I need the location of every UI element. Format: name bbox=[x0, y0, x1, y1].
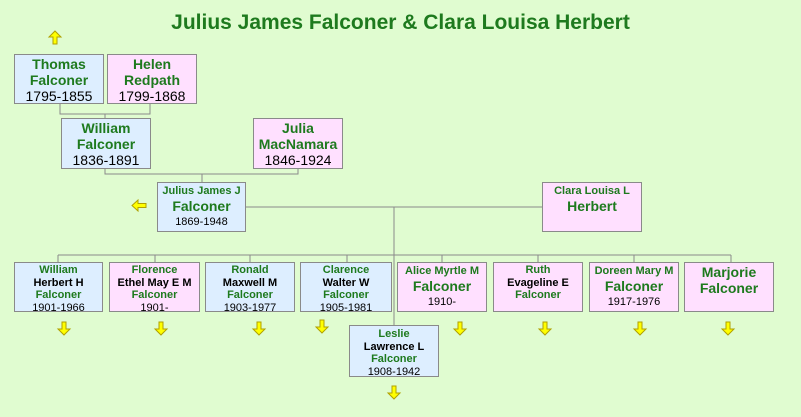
person-box-helen-redpath[interactable]: Helen Redpath 1799-1868 bbox=[107, 54, 197, 104]
person-box-marjorie-falconer[interactable]: Marjorie Falconer bbox=[684, 262, 774, 312]
life-years: 1795-1855 bbox=[25, 88, 93, 105]
life-years: 1917-1976 bbox=[607, 295, 661, 308]
person-box-clara-louisa-herbert[interactable]: Clara Louisa L Herbert bbox=[542, 182, 642, 232]
last-name: Falconer bbox=[699, 280, 759, 297]
last-name: Falconer bbox=[412, 277, 472, 294]
life-years: 1910- bbox=[427, 295, 457, 308]
life-years: 1869-1948 bbox=[175, 215, 228, 228]
last-name: Falconer bbox=[515, 289, 561, 302]
last-name: Falconer bbox=[323, 289, 369, 302]
arrow-down-icon[interactable] bbox=[314, 318, 330, 334]
arrow-down-icon[interactable] bbox=[537, 320, 553, 336]
last-name: Falconer bbox=[29, 72, 89, 89]
person-box-julius-james-falconer[interactable]: Julius James J Falconer 1869-1948 bbox=[157, 182, 246, 232]
first-name: Helen bbox=[132, 56, 172, 72]
first-name: Clarence bbox=[322, 264, 370, 276]
first-name: William bbox=[39, 264, 78, 276]
last-name: Falconer bbox=[172, 197, 231, 214]
person-box-alice-myrtle-falconer[interactable]: Alice Myrtle M Falconer 1910- bbox=[397, 262, 487, 312]
last-name: Falconer bbox=[131, 289, 178, 302]
life-years: 1799-1868 bbox=[118, 88, 186, 105]
arrow-down-icon[interactable] bbox=[386, 384, 402, 400]
page-title: Julius James Falconer & Clara Louisa Her… bbox=[171, 11, 630, 34]
last-name: Falconer bbox=[371, 353, 417, 366]
person-box-julia-macnamara[interactable]: Julia MacNamara 1846-1924 bbox=[253, 118, 343, 169]
first-name: William bbox=[81, 120, 131, 136]
person-box-ruth-falconer[interactable]: Ruth Evageline E Falconer bbox=[493, 262, 583, 312]
person-box-ronald-falconer[interactable]: Ronald Maxwell M Falconer 1903-1977 bbox=[205, 262, 295, 314]
arrow-down-icon[interactable] bbox=[720, 320, 736, 336]
last-name: Falconer bbox=[35, 289, 82, 302]
person-box-william-herbert-falconer[interactable]: William Herbert H Falconer 1901-1966 bbox=[14, 262, 103, 314]
first-name: Florence bbox=[131, 264, 178, 276]
life-years: 1846-1924 bbox=[264, 152, 332, 169]
middle-name: Evageline E bbox=[507, 276, 569, 289]
middle-name: Herbert H bbox=[33, 276, 84, 289]
person-box-william-falconer[interactable]: William Falconer 1836-1891 bbox=[61, 118, 151, 169]
last-name: Redpath bbox=[124, 72, 180, 89]
first-name: Alice Myrtle M bbox=[405, 265, 479, 277]
first-name: Ronald bbox=[231, 264, 269, 276]
first-name: Clara Louisa L bbox=[554, 185, 630, 197]
last-name: Falconer bbox=[604, 277, 664, 294]
person-box-florence-falconer[interactable]: Florence Ethel May E M Falconer 1901- bbox=[109, 262, 200, 314]
first-name: Doreen Mary M bbox=[594, 265, 674, 277]
arrow-down-icon[interactable] bbox=[56, 320, 72, 336]
last-name: Herbert bbox=[567, 197, 617, 214]
last-name: Falconer bbox=[227, 289, 273, 302]
life-years: 1901- bbox=[140, 301, 169, 314]
life-years: 1836-1891 bbox=[72, 152, 140, 169]
life-years: 1908-1942 bbox=[367, 365, 421, 378]
person-box-clarence-falconer[interactable]: Clarence Walter W Falconer 1905-1981 bbox=[300, 262, 392, 314]
first-name: Leslie bbox=[378, 328, 410, 340]
arrow-down-icon[interactable] bbox=[251, 320, 267, 336]
arrow-up-icon[interactable] bbox=[47, 30, 63, 46]
arrow-down-icon[interactable] bbox=[632, 320, 648, 336]
middle-name: Lawrence L bbox=[363, 340, 425, 353]
middle-name: Walter W bbox=[322, 276, 370, 289]
person-box-thomas-falconer[interactable]: Thomas Falconer 1795-1855 bbox=[14, 54, 104, 104]
arrow-down-icon[interactable] bbox=[153, 320, 169, 336]
arrow-down-icon[interactable] bbox=[452, 320, 468, 336]
life-years: 1903-1977 bbox=[223, 301, 277, 314]
first-name: Thomas bbox=[32, 56, 86, 72]
first-name: Marjorie bbox=[701, 264, 757, 280]
middle-name: Maxwell M bbox=[222, 276, 278, 289]
arrow-left-icon[interactable] bbox=[131, 198, 148, 213]
person-box-leslie-falconer[interactable]: Leslie Lawrence L Falconer 1908-1942 bbox=[349, 325, 439, 378]
person-box-doreen-mary-falconer[interactable]: Doreen Mary M Falconer 1917-1976 bbox=[589, 262, 679, 312]
middle-name: Ethel May E M bbox=[117, 276, 192, 289]
first-name: Julia bbox=[282, 120, 314, 136]
first-name: Ruth bbox=[525, 264, 551, 276]
life-years: 1905-1981 bbox=[319, 301, 373, 314]
life-years: 1901-1966 bbox=[32, 301, 85, 314]
last-name: MacNamara bbox=[258, 136, 338, 153]
last-name: Falconer bbox=[76, 136, 136, 153]
first-name: Julius James J bbox=[162, 185, 241, 197]
